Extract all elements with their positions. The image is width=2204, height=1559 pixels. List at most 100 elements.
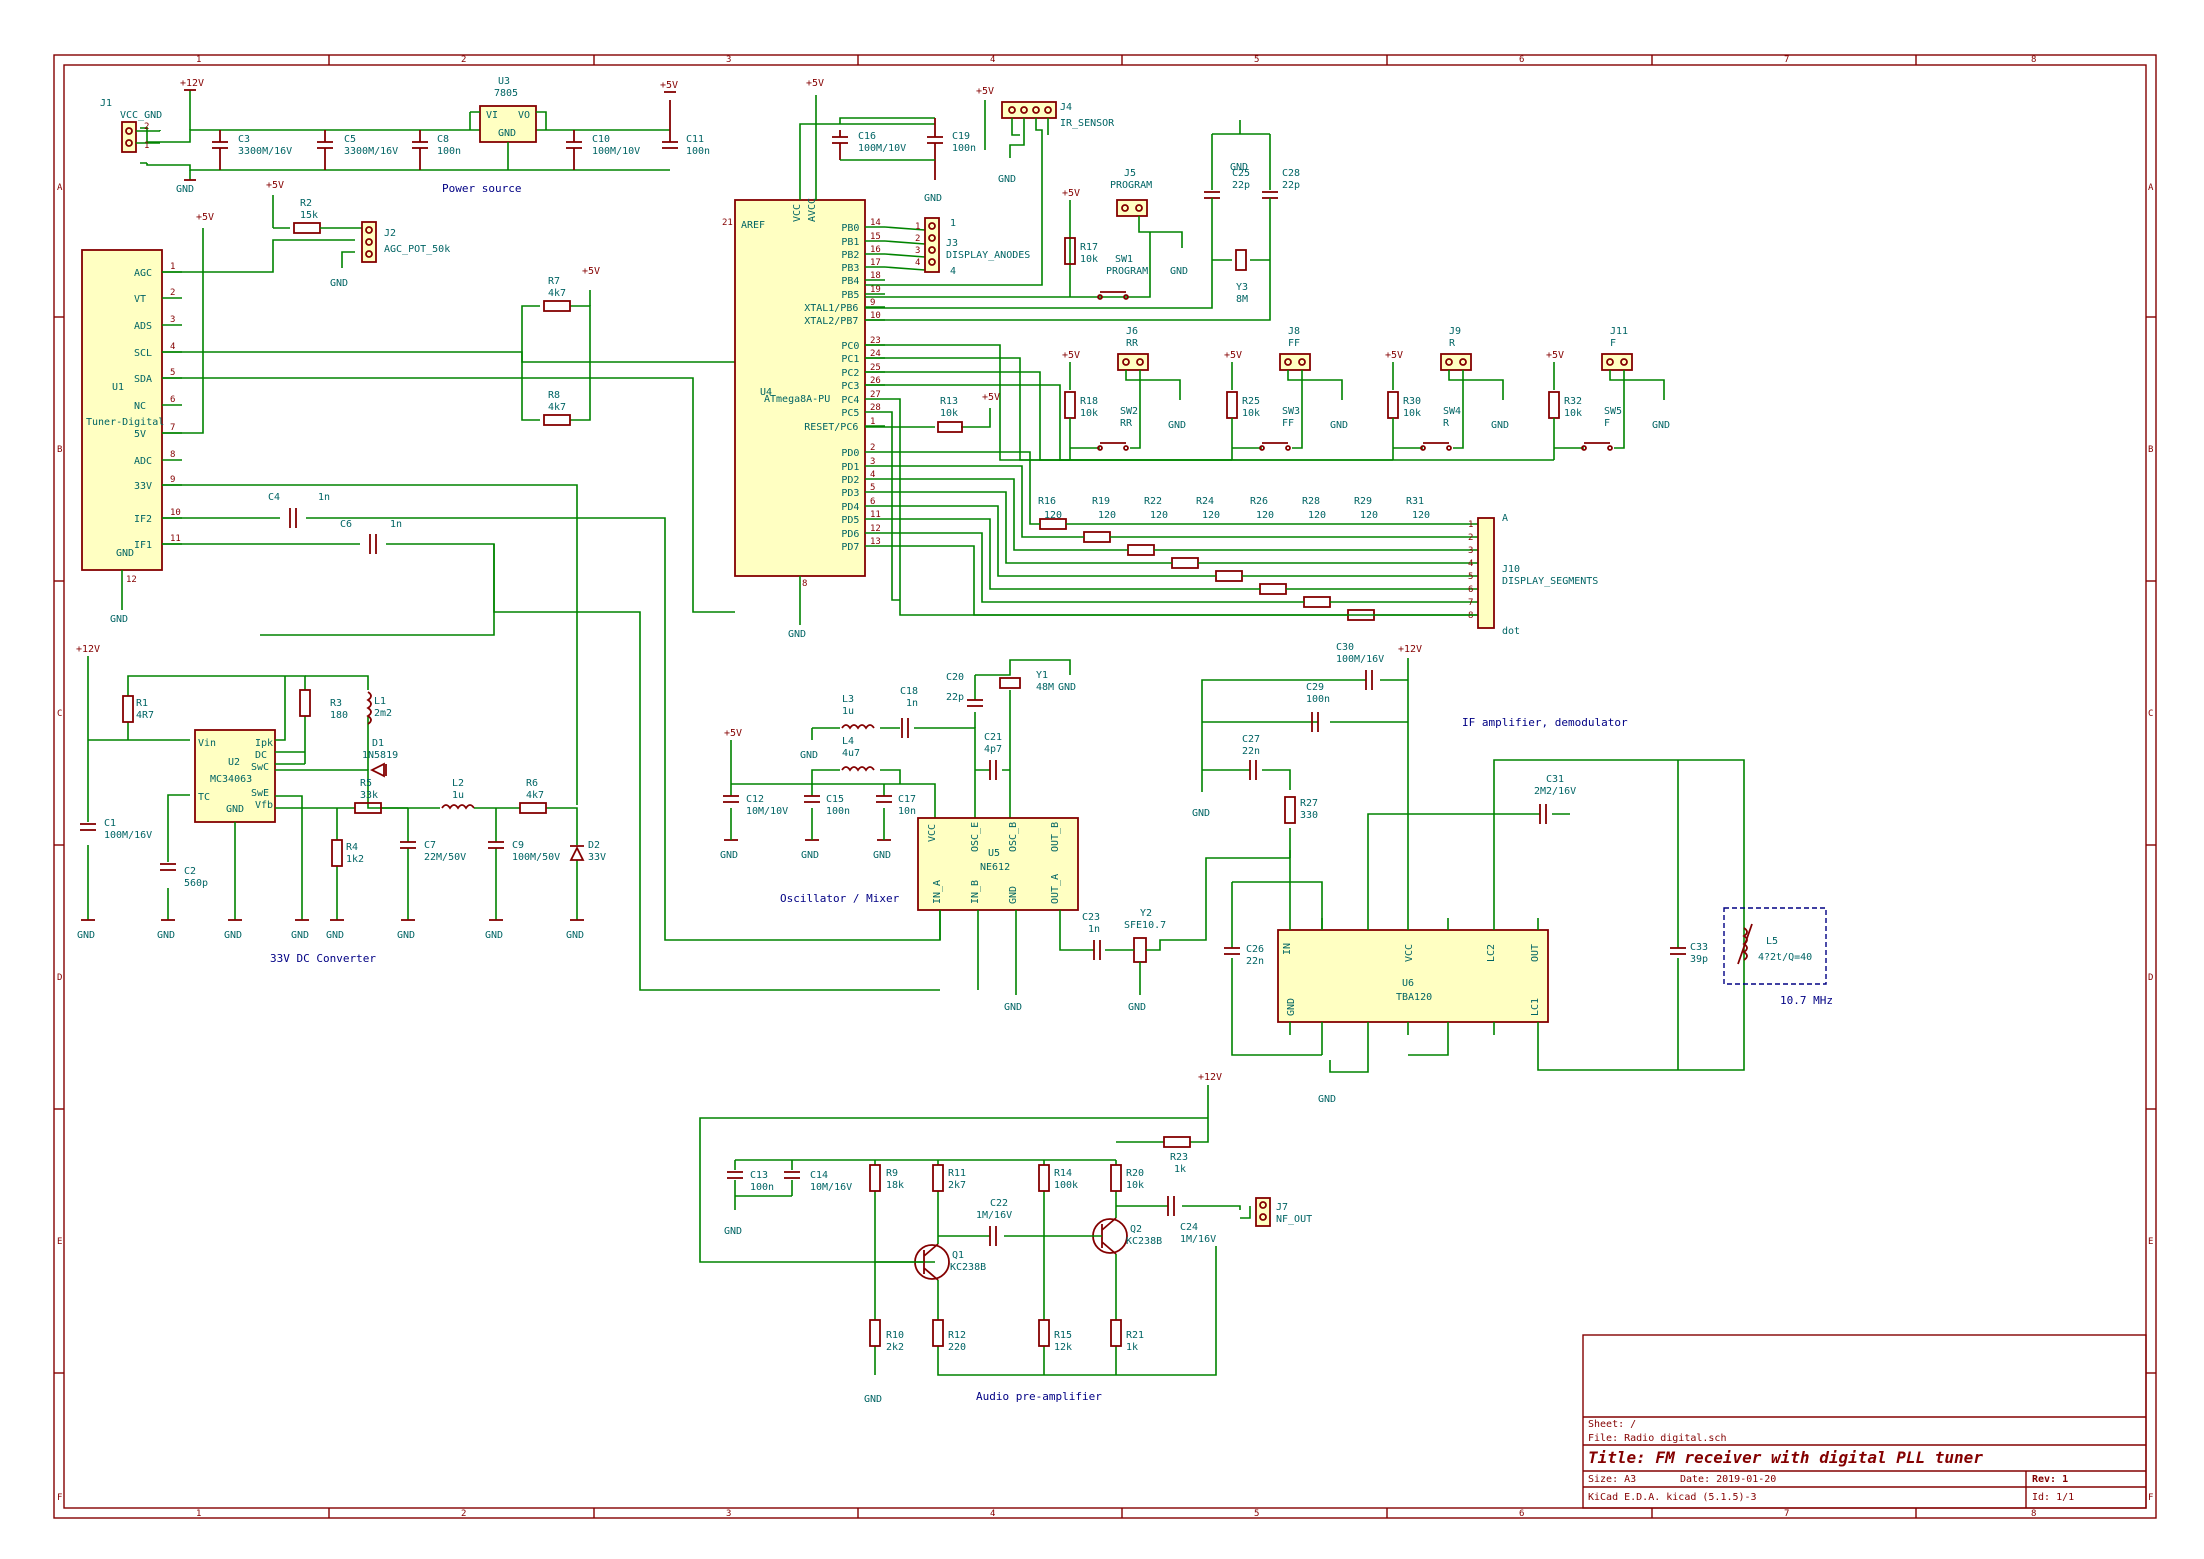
mcu-section: AREF 21 U4 ATmega8A-PU ATmega8A-PU PB014… [722, 78, 1670, 640]
c30-value: 100M/16V [1336, 654, 1384, 665]
grid-row-F: F [57, 1493, 62, 1503]
r1-value: 4R7 [136, 710, 154, 721]
grid-col-8: 8 [2031, 55, 2036, 65]
u5-in-b: IN_B [970, 880, 981, 904]
c26-ref: C26 [1246, 944, 1264, 955]
l5-value: 4?2t/Q=40 [1758, 952, 1812, 963]
sheet-name: Sheet: / [1588, 1419, 1636, 1430]
c25-ref: C25 [1232, 168, 1250, 179]
j2-connector [361, 221, 377, 263]
j5-ref: J5 [1124, 168, 1136, 179]
u2-vin: Vin [198, 738, 216, 749]
p12v-dc: +12V [76, 644, 100, 655]
j1-ref: J1 [100, 98, 112, 109]
d1-value: 1N5819 [362, 750, 398, 761]
gnd-sw4: GND [1491, 420, 1509, 431]
u2-swe: SwE [251, 788, 269, 799]
u6-value: TBA120 [1396, 992, 1432, 1003]
sw2-value: RR [1120, 418, 1133, 429]
l3-value: 1u [842, 706, 854, 717]
j8-value: FF [1288, 338, 1300, 349]
gnd-j2: GND [330, 278, 348, 289]
section-dcdc: 33V DC Converter [270, 952, 376, 965]
u4-pin-10: PC2 [841, 368, 859, 379]
u4-aref: AREF [741, 220, 765, 231]
c9-value: 100M/50V [512, 852, 560, 863]
seg-R16-ref: R16 [1038, 496, 1056, 507]
u5-osc-e: OSC_E [970, 822, 981, 852]
section-audio: Audio pre-amplifier [976, 1390, 1102, 1403]
r7-resistor [543, 300, 571, 312]
r25-ref: R25 [1242, 396, 1260, 407]
c16-value: 100M/10V [858, 143, 906, 154]
gnd-dc-1: GND [157, 930, 175, 941]
grid-row-right-A: A [2148, 183, 2154, 193]
c30-ref: C30 [1336, 642, 1354, 653]
title-block: Sheet: / File: Radio digital.sch Title: … [1582, 1334, 2147, 1509]
grid-col-1: 1 [196, 55, 201, 65]
u4-pin-num-21: 12 [870, 524, 881, 534]
r3-resistor [299, 689, 311, 717]
dcdc-section: +12V C1 100M/16V R1 4R7 R3 180 L1 2m2 Vi… [76, 644, 891, 965]
u4-pin-num-15: 2 [870, 443, 875, 453]
c24-value: 1M/16V [1180, 1234, 1216, 1245]
p12v-if: +12V [1398, 644, 1422, 655]
r21-ref: R21 [1126, 1330, 1144, 1341]
u1-pin-0: AGC [134, 268, 152, 279]
p5v-osc: +5V [724, 728, 742, 739]
y3-crystal [1235, 249, 1247, 271]
j10-pin-0: 1 [1468, 520, 1473, 530]
grid-col-bottom-7: 7 [1784, 1509, 1789, 1519]
c8-ref: C8 [437, 134, 449, 145]
grid-row-E: E [57, 1237, 62, 1247]
l5-ref: L5 [1766, 936, 1778, 947]
c12-value: 10M/10V [746, 806, 788, 817]
r15-value: 12k [1054, 1342, 1072, 1353]
j3-pin-3: 4 [915, 258, 920, 268]
tuner-section: U1 Tuner-Digital AGC1VT2ADS3SCL4SDA5NC65… [81, 180, 941, 991]
c1-value: 100M/16V [104, 830, 152, 841]
u5-out-b: OUT_B [1050, 822, 1061, 852]
grid-row-right-F: F [2148, 1493, 2153, 1503]
j9-ref: J9 [1449, 326, 1461, 337]
p5v-u4: +5V [806, 78, 824, 89]
r30-ref: R30 [1403, 396, 1421, 407]
c13-value: 100n [750, 1182, 774, 1193]
u5-value: NE612 [980, 862, 1010, 873]
c15-ref: C15 [826, 794, 844, 805]
j3-side-1: 1 [950, 218, 956, 229]
r10-resistor [869, 1319, 881, 1347]
r15-ref: R15 [1054, 1330, 1072, 1341]
sw3-ref: SW3 [1282, 406, 1300, 417]
r30-value: 10k [1403, 408, 1421, 419]
grid-row-D: D [57, 973, 62, 983]
c9-ref: C9 [512, 840, 524, 851]
seg-R26-value: 120 [1256, 510, 1274, 521]
gnd-osc-0: GND [720, 850, 738, 861]
q2-ref: Q2 [1130, 1224, 1142, 1235]
gnd-dc-0: GND [77, 930, 95, 941]
r27-ref: R27 [1300, 798, 1318, 809]
j8-ref: J8 [1288, 326, 1300, 337]
r17-ref: R17 [1080, 242, 1098, 253]
u4-pin-num-14: 1 [870, 417, 875, 427]
p12v-audio: +12V [1198, 1072, 1222, 1083]
r7-ref: R7 [548, 276, 560, 287]
gnd-osc-1: GND [801, 850, 819, 861]
u6-in: IN [1282, 943, 1293, 955]
file-name: File: Radio digital.sch [1588, 1433, 1726, 1444]
u1-pin-num-0: 1 [170, 262, 175, 272]
j6-value: RR [1126, 338, 1139, 349]
c7-ref: C7 [424, 840, 436, 851]
u4-pin-5: PB5 [841, 290, 859, 301]
r2-value: 15k [300, 210, 318, 221]
grid-col-3: 3 [726, 55, 731, 65]
r20-resistor [1110, 1164, 1122, 1192]
c5-ref: C5 [344, 134, 356, 145]
p12v-label-1: +12V [180, 78, 204, 89]
y3-ref: Y3 [1236, 282, 1248, 293]
r20-ref: R20 [1126, 1168, 1144, 1179]
r11-ref: R11 [948, 1168, 966, 1179]
